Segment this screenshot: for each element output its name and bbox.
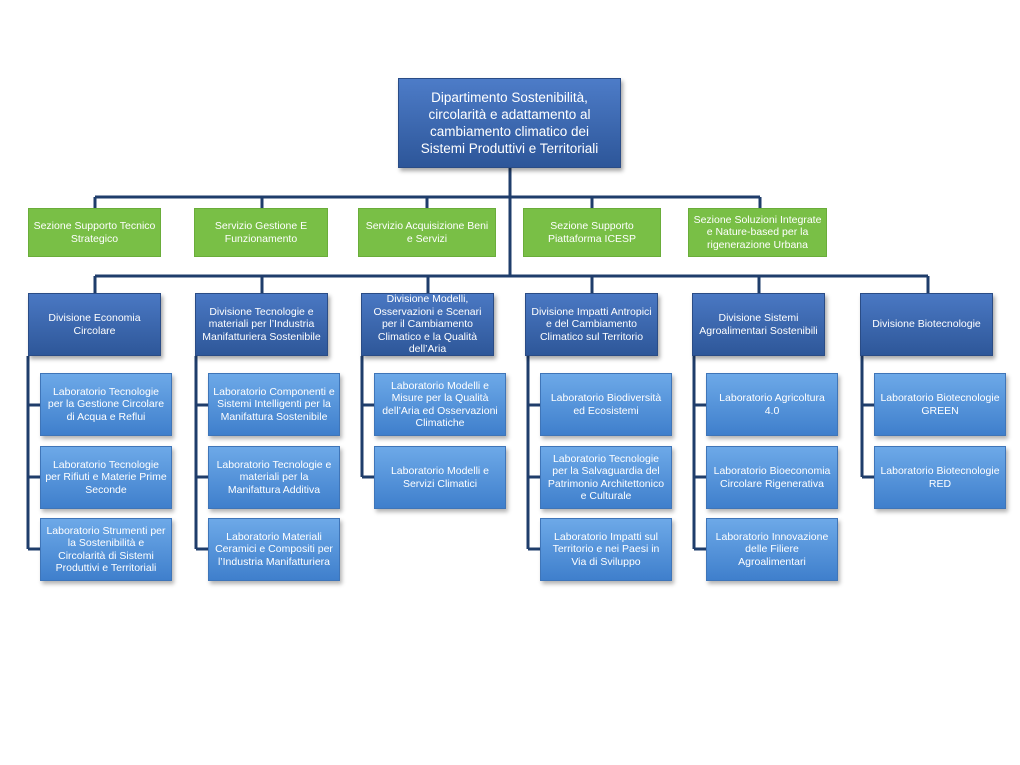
lab-label: Laboratorio Tecnologie per la Gestione C… <box>47 385 165 423</box>
division-node-modelli-osservazioni: Divisione Modelli, Osservazioni e Scenar… <box>361 293 494 356</box>
lab-node: Laboratorio Biodiversità ed Ecosistemi <box>540 373 672 436</box>
division-title: Divisione Impatti Antropici e del Cambia… <box>531 305 652 343</box>
division-title: Divisione Biotecnologie <box>872 318 981 331</box>
lab-label: Laboratorio Componenti e Sistemi Intelli… <box>213 385 335 423</box>
lab-label: Laboratorio Tecnologie e materiali per l… <box>216 458 332 496</box>
lab-label: Laboratorio Tecnologie per Rifiuti e Mat… <box>45 458 167 496</box>
lab-label: Laboratorio Biotecnologie RED <box>880 465 1000 490</box>
lab-node: Laboratorio Modelli e Misure per la Qual… <box>374 373 506 436</box>
lab-node: Laboratorio Strumenti per la Sostenibili… <box>40 518 172 581</box>
lab-node: Laboratorio Biotecnologie GREEN <box>874 373 1006 436</box>
lab-label: Laboratorio Biodiversità ed Ecosistemi <box>550 392 662 417</box>
department-node: Dipartimento Sostenibilità, circolarità … <box>398 78 621 168</box>
lab-label: Laboratorio Modelli e Misure per la Qual… <box>382 379 498 430</box>
lab-label: Laboratorio Strumenti per la Sostenibili… <box>46 524 166 575</box>
lab-node: Laboratorio Tecnologie e materiali per l… <box>208 446 340 509</box>
lab-node: Laboratorio Innovazione delle Filiere Ag… <box>706 518 838 581</box>
lab-node: Laboratorio Agricoltura 4.0 <box>706 373 838 436</box>
lab-node: Laboratorio Tecnologie per la Gestione C… <box>40 373 172 436</box>
lab-node: Laboratorio Impatti sul Territorio e nei… <box>540 518 672 581</box>
division-title: Divisione Sistemi Agroalimentari Sosteni… <box>699 312 818 337</box>
lab-node: Laboratorio Componenti e Sistemi Intelli… <box>208 373 340 436</box>
lab-label: Laboratorio Modelli e Servizi Climatici <box>390 465 490 490</box>
lab-node: Laboratorio Materiali Ceramici e Composi… <box>208 518 340 581</box>
division-node-economia-circolare: Divisione Economia Circolare <box>28 293 161 356</box>
lab-label: Laboratorio Biotecnologie GREEN <box>880 392 1000 417</box>
lab-node: Laboratorio Bioeconomia Circolare Rigene… <box>706 446 838 509</box>
section-label: Sezione Supporto Piattaforma ICESP <box>547 220 637 245</box>
division-node-sistemi-agroalimentari: Divisione Sistemi Agroalimentari Sosteni… <box>692 293 825 356</box>
section-label: Sezione Soluzioni Integrate e Nature-bas… <box>693 213 822 251</box>
lab-node: Laboratorio Tecnologie per Rifiuti e Mat… <box>40 446 172 509</box>
lab-label: Laboratorio Tecnologie per la Salvaguard… <box>547 452 665 503</box>
division-title: Divisione Economia Circolare <box>48 312 141 337</box>
section-node-gestione: Servizio Gestione E Funzionamento <box>194 208 328 257</box>
division-title: Divisione Tecnologie e materiali per l’I… <box>202 305 321 343</box>
lab-node: Laboratorio Tecnologie per la Salvaguard… <box>540 446 672 509</box>
division-node-tecnologie-materiali: Divisione Tecnologie e materiali per l’I… <box>195 293 328 356</box>
section-node-supporto-tecnico: Sezione Supporto Tecnico Strategico <box>28 208 161 257</box>
lab-label: Laboratorio Materiali Ceramici e Composi… <box>215 530 333 568</box>
lab-node: Laboratorio Modelli e Servizi Climatici <box>374 446 506 509</box>
lab-node: Laboratorio Biotecnologie RED <box>874 446 1006 509</box>
section-label: Servizio Gestione E Funzionamento <box>214 220 308 245</box>
lab-label: Laboratorio Innovazione delle Filiere Ag… <box>715 530 829 568</box>
department-title: Dipartimento Sostenibilità, circolarità … <box>420 90 599 156</box>
lab-label: Laboratorio Agricoltura 4.0 <box>719 392 825 417</box>
division-title: Divisione Modelli, Osservazioni e Scenar… <box>373 293 482 356</box>
section-label: Sezione Supporto Tecnico Strategico <box>33 220 156 245</box>
division-node-impatti-antropici: Divisione Impatti Antropici e del Cambia… <box>525 293 658 356</box>
section-node-icesp: Sezione Supporto Piattaforma ICESP <box>523 208 661 257</box>
lab-label: Laboratorio Impatti sul Territorio e nei… <box>552 530 660 568</box>
section-node-acquisizione: Servizio Acquisizione Beni e Servizi <box>358 208 496 257</box>
section-label: Servizio Acquisizione Beni e Servizi <box>365 220 489 245</box>
section-node-soluzioni-integrate: Sezione Soluzioni Integrate e Nature-bas… <box>688 208 827 257</box>
lab-label: Laboratorio Bioeconomia Circolare Rigene… <box>713 465 831 490</box>
division-node-biotecnologie: Divisione Biotecnologie <box>860 293 993 356</box>
